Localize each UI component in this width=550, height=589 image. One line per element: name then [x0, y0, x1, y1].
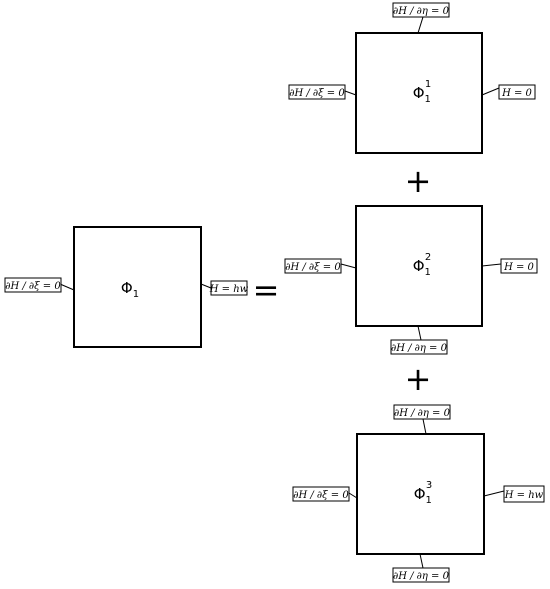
block-phi1-2-right-label: H = 0 — [503, 262, 534, 273]
block-phi1-2-box — [355, 205, 483, 327]
block-phi1-right-label-box — [210, 280, 248, 296]
block-phi1-3-left-label: ∂H / ∂ξ = 0 — [293, 490, 349, 501]
block-phi1-2-bottom-label-box — [390, 339, 448, 355]
block-phi1-right-label: H = hw — [209, 284, 249, 295]
block-phi1-1-left-leader — [344, 90, 357, 96]
plus-sign-2: + — [405, 360, 432, 398]
block-phi1-3-right-label-box — [503, 485, 545, 503]
block-phi1-1-top-label-box — [392, 2, 450, 18]
block-phi1-1-left-label: ∂H / ∂ξ = 0 — [289, 88, 345, 99]
block-phi1-3: Φ13 ∂H / ∂η = 0 ∂H / ∂ξ = 0 H = hw ∂H / … — [292, 404, 545, 583]
block-phi1-1-left-label-box — [288, 84, 346, 100]
block-phi1-2-left-label: ∂H / ∂ξ = 0 — [285, 262, 341, 273]
block-phi1-1: Φ11 ∂H / ∂η = 0 ∂H / ∂ξ = 0 H = 0 — [288, 2, 536, 154]
block-phi1-1-right-leader — [481, 87, 500, 96]
block-phi1-3-right-leader — [483, 490, 505, 497]
block-phi1-2-symbol: Φ12 — [413, 252, 432, 278]
block-phi1-1-top-label: ∂H / ∂η = 0 — [393, 6, 450, 17]
equals-sign: = — [253, 271, 280, 309]
block-phi1-right-leader — [200, 283, 212, 289]
block-phi1-2-left-leader — [340, 263, 357, 269]
block-phi1-box — [73, 226, 202, 348]
block-phi1-2: Φ12 ∂H / ∂ξ = 0 H = 0 ∂H / ∂η = 0 — [284, 205, 538, 355]
block-phi1-left-label-box — [4, 277, 62, 293]
block-phi1-left-leader — [59, 283, 75, 291]
block-phi1-2-right-leader — [481, 263, 502, 267]
block-phi1-2-bottom-label: ∂H / ∂η = 0 — [391, 343, 448, 354]
plus-sign-1: + — [405, 162, 432, 200]
block-phi1-3-top-label: ∂H / ∂η = 0 — [394, 408, 451, 419]
block-phi1-1-box — [355, 32, 483, 154]
block-phi1-3-bottom-leader — [419, 553, 424, 569]
block-phi1-3-top-label-box — [393, 404, 451, 420]
block-phi1-3-bottom-label: ∂H / ∂η = 0 — [393, 571, 450, 582]
block-phi1-3-right-label: H = hw — [504, 490, 544, 501]
block-phi1-3-left-label-box — [292, 486, 350, 502]
block-phi1-1-symbol: Φ11 — [413, 79, 432, 105]
block-phi1-3-top-leader — [422, 418, 427, 435]
block-phi1-3-left-leader — [348, 492, 358, 499]
block-phi1-1-right-label: H = 0 — [501, 88, 532, 99]
block-phi1-2-left-label-box — [284, 258, 342, 274]
block-phi1-2-bottom-leader — [417, 325, 422, 341]
block-phi1-left-label: ∂H / ∂ξ = 0 — [5, 281, 61, 292]
block-phi1-symbol: Φ1 — [121, 279, 139, 300]
block-phi1: Φ1 ∂H / ∂ξ = 0 H = hw — [4, 226, 249, 348]
block-phi1-2-right-label-box — [500, 258, 538, 274]
block-phi1-3-box — [356, 433, 485, 555]
block-phi1-1-right-label-box — [498, 84, 536, 100]
block-phi1-1-top-leader — [417, 16, 424, 34]
block-phi1-3-symbol: Φ13 — [414, 480, 433, 506]
block-phi1-3-bottom-label-box — [392, 567, 450, 583]
